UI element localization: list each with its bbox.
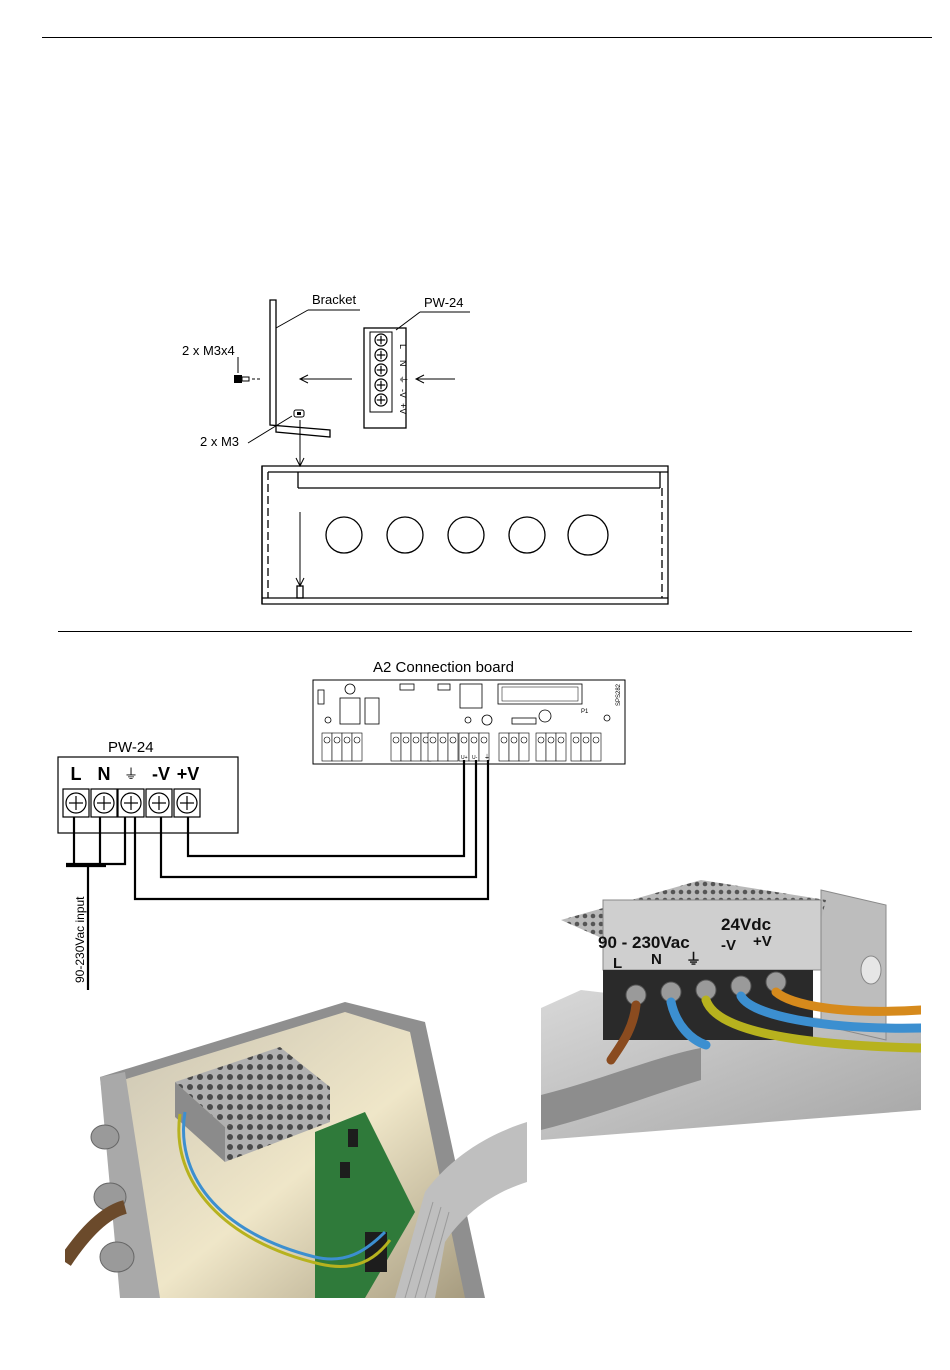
terminal-screw-icon: [149, 793, 169, 813]
psu-terminal-screws: [63, 789, 200, 817]
input-label: 90-230Vac input: [73, 896, 87, 983]
board-terminal-screw-icon: [440, 737, 446, 743]
psu-screw-icon: [375, 379, 387, 391]
nut-icon: [294, 410, 304, 417]
board-terminal-screw-icon: [413, 737, 419, 743]
psu-title: PW-24: [108, 739, 154, 756]
photo-term-n: N: [651, 951, 662, 968]
wire-term-l: L: [71, 764, 82, 784]
board-terminal-screw-icon: [403, 737, 409, 743]
terminal-screw-icon: [94, 793, 114, 813]
wire-term-gnd: ⏚: [124, 766, 138, 782]
screw-icon: [234, 375, 262, 383]
board-terminal-screw-icon: [344, 737, 350, 743]
wire-term-n: N: [98, 764, 111, 784]
psu-screw-icon: [375, 364, 387, 376]
board-terminal-screw-icon: [501, 737, 507, 743]
psu-screw-icon: [375, 349, 387, 361]
board-terminal-screw-icon: [334, 737, 340, 743]
top-rule: [42, 37, 932, 38]
wire-term-minus-v: -V: [152, 764, 170, 784]
enclosure-photo: [65, 1002, 527, 1298]
photo-term-l: L: [613, 955, 622, 972]
board-terminal-screw-icon: [558, 737, 564, 743]
mount-term-minus-v: -V: [398, 389, 408, 398]
bracket-label: Bracket: [312, 292, 356, 307]
connection-board: P1 SPS282 U+ U- ⏚: [313, 680, 625, 764]
psu-photo: 90 - 230Vac 24Vdc L N ⏚ -V +V: [541, 880, 921, 1140]
psu-screw-icon: [375, 394, 387, 406]
board-terminal-screw-icon: [430, 737, 436, 743]
board-code: SPS282: [616, 683, 622, 706]
mount-term-l: L: [398, 344, 408, 349]
terminal-screw-icon: [177, 793, 197, 813]
photo-term-minus-v: -V: [721, 937, 736, 954]
mount-term-n: N: [398, 360, 408, 367]
board-terminal-screw-icon: [481, 737, 487, 743]
board-terminal-screw-icon: [521, 737, 527, 743]
board-terminal-screw-icon: [450, 737, 456, 743]
cable-holes: [326, 515, 608, 555]
board-terminal-screw-icon: [354, 737, 360, 743]
psu-screw-icon: [375, 334, 387, 346]
board-terminal-screw-icon: [393, 737, 399, 743]
mounting-diagram: Bracket L N ⏚ -V +V PW-24 2 x M3x4 2 x M…: [0, 280, 950, 610]
board-terminal-screw-icon: [511, 737, 517, 743]
middle-rule: [58, 631, 912, 632]
terminal-screw-icon: [121, 793, 141, 813]
photo-ac-label: 90 - 230Vac: [598, 933, 690, 952]
mount-term-plus-v: +V: [398, 403, 408, 414]
board-terminal-screw-icon: [548, 737, 554, 743]
wire-term-plus-v: +V: [177, 764, 200, 784]
nuts-label: 2 x M3: [200, 434, 239, 449]
photo-term-plus-v: +V: [753, 933, 772, 950]
psu-label: PW-24: [424, 295, 464, 310]
board-term-gnd: ⏚: [484, 754, 490, 761]
photo-dc-label: 24Vdc: [721, 915, 771, 934]
terminal-screw-icon: [66, 793, 86, 813]
board-terminal-screw-icon: [461, 737, 467, 743]
photo-term-gnd: ⏚: [686, 951, 701, 968]
board-terminal-screw-icon: [324, 737, 330, 743]
mount-term-gnd: ⏚: [398, 375, 408, 384]
board-terminal-screw-icon: [471, 737, 477, 743]
board-terminal-screw-icon: [538, 737, 544, 743]
board-title: A2 Connection board: [373, 659, 514, 676]
board-terminal-screw-icon: [593, 737, 599, 743]
board-terminal-screw-icon: [573, 737, 579, 743]
screws-label: 2 x M3x4: [182, 343, 235, 358]
board-p1: P1: [581, 709, 589, 715]
board-terminal-screw-icon: [583, 737, 589, 743]
